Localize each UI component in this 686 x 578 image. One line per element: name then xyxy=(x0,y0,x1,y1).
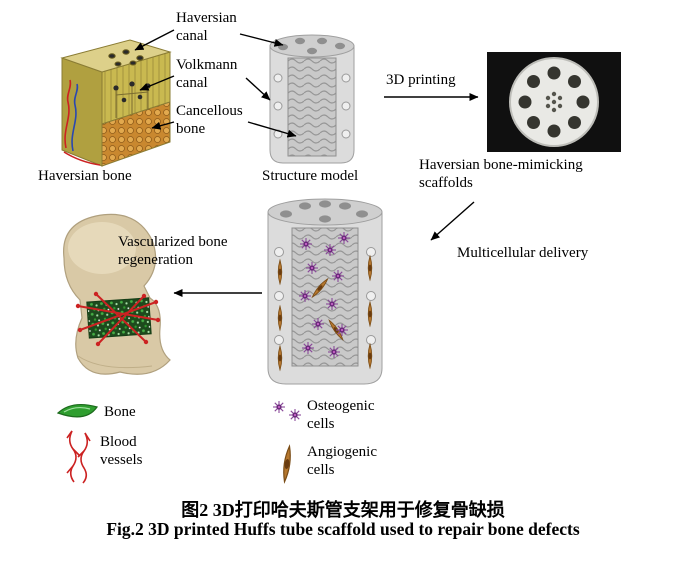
bone-defect-illustration xyxy=(63,213,171,375)
legend-bone-icon xyxy=(56,403,98,418)
multicellular-delivery-label: Multicellular delivery xyxy=(457,245,589,261)
legend-bone-label: Bone xyxy=(104,404,136,420)
haversian-canal-openings xyxy=(108,49,144,67)
figure-caption-en: Fig.2 3D printed Huffs tube scaffold use… xyxy=(106,519,580,539)
haversian-canal-label: Haversian canal xyxy=(176,10,237,44)
legend-blood-vessels-icon xyxy=(66,430,91,484)
structure-model-caption: Structure model xyxy=(262,168,359,184)
cancellous-bone-label: Cancellous bone xyxy=(176,103,243,137)
volkmann-canal-label: Volkmann canal xyxy=(176,57,238,91)
legend-blood-vessels-label: Blood vessels xyxy=(100,434,143,468)
haversian-bone-caption: Haversian bone xyxy=(38,168,132,184)
scaffold-photo xyxy=(487,52,621,152)
haversian-bone-illustration xyxy=(60,39,172,167)
legend-osteogenic-label: Osteogenic cells xyxy=(307,398,375,432)
structure-model-illustration xyxy=(269,34,355,164)
legend-angiogenic-icon xyxy=(281,445,293,483)
legend-angiogenic-label: Angiogenic cells xyxy=(307,444,377,478)
cell-laden-scaffold-illustration xyxy=(267,198,383,385)
implant-pins xyxy=(77,293,159,345)
annotation-arrows xyxy=(134,29,479,297)
printing-label: 3D printing xyxy=(386,72,456,88)
implanted-scaffold xyxy=(86,297,152,339)
bone-vessels xyxy=(63,79,101,166)
legend-osteogenic-icon xyxy=(272,400,302,422)
scaffolds-caption: Haversian bone-mimicking scaffolds xyxy=(419,157,583,191)
figure-caption-zh: 图2 3D打印哈夫斯管支架用于修复骨缺损 xyxy=(181,500,505,520)
delivery-arrow xyxy=(430,201,475,241)
vascularized-regeneration-label: Vascularized bone regeneration xyxy=(118,234,228,268)
